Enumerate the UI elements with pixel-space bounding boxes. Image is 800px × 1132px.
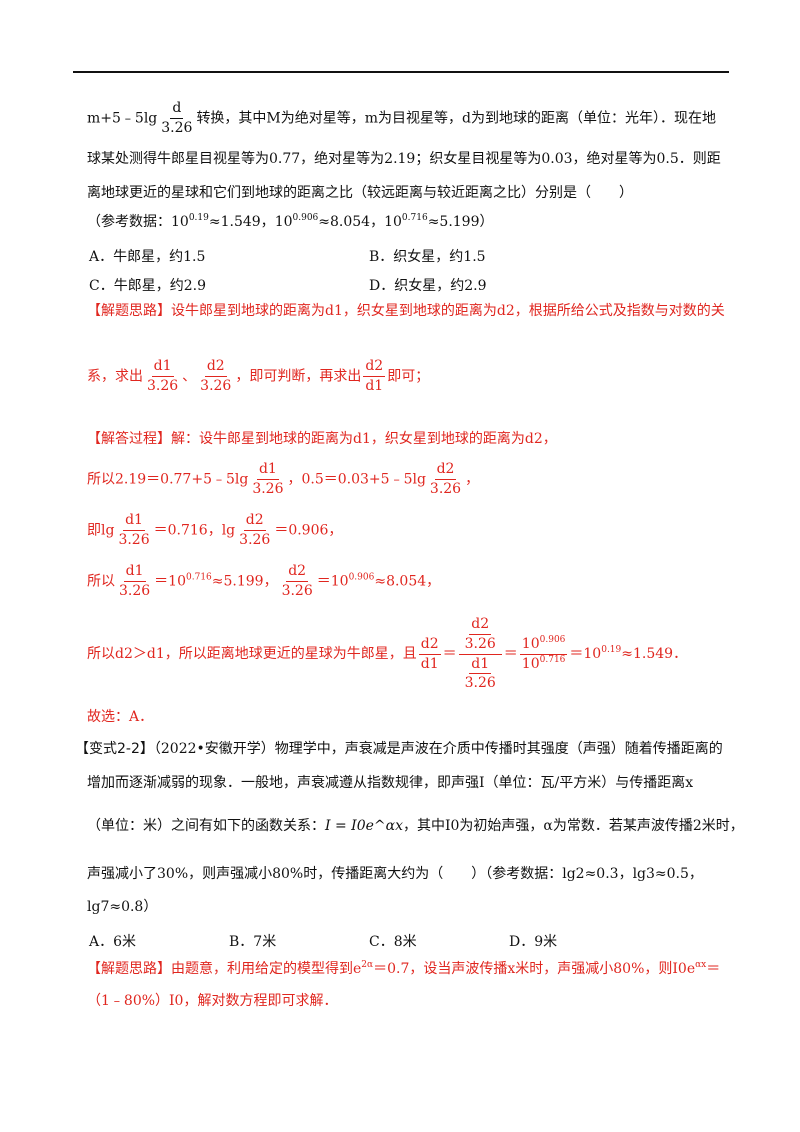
option-d-2[interactable]: D．9米: [509, 934, 558, 950]
variant-line-4: 声强减小了30%，则声强减小80%时，传播距离大约为（ ）（参考数据：lg2≈0…: [87, 866, 703, 882]
option-c[interactable]: C．牛郎星，约2.9: [89, 278, 206, 294]
solution-line-1: 【解答过程】解：设牛郎星到地球的距离为d1，织女星到地球的距离为d2，: [87, 431, 557, 447]
option-a-2[interactable]: A．6米: [89, 934, 137, 950]
header-rule: [73, 71, 729, 73]
variant-tag: 【变式2-2】: [75, 741, 154, 757]
option-c-2[interactable]: C．8米: [369, 934, 417, 950]
solution-tag: 【解答过程】: [87, 431, 171, 447]
option-b-2[interactable]: B．7米: [229, 934, 277, 950]
intro-line-2: 球某处测得牛郎星目视星等为0.77，绝对星等为2.19；织女星目视星等为0.03…: [87, 151, 721, 167]
option-d[interactable]: D．织女星，约2.9: [369, 278, 487, 294]
variant-line-3: （单位：米）之间有如下的函数关系：I = I0e^αx，其中I0为初始声强，α为…: [87, 818, 744, 834]
analysis-2-line-2: （1﹣80%）I0，解对数方程即可求解．: [87, 993, 338, 1009]
analysis-tag: 【解题思路】: [87, 303, 171, 319]
option-b[interactable]: B．织女星，约1.5: [369, 249, 486, 265]
variant-line-5: lg7≈0.8）: [87, 899, 158, 915]
analysis-1-line-1: 【解题思路】设牛郎星到地球的距离为d1，织女星到地球的距离为d2，根据所给公式及…: [87, 303, 725, 319]
variant-line-1: 【变式2-2】（2022•安徽开学）物理学中，声衰减是声波在介质中传播时其强度（…: [75, 741, 723, 757]
analysis-2-line-1: 【解题思路】由题意，利用给定的模型得到e2α＝0.7，设当声波传播x米时，声强减…: [87, 960, 721, 978]
formula: I = I0e^αx: [325, 818, 403, 834]
option-a[interactable]: A．牛郎星，约1.5: [89, 249, 206, 265]
reference-data: （参考数据：100.19≈1.549，100.906≈8.054，100.716…: [87, 213, 494, 231]
analysis-tag-2: 【解题思路】: [87, 961, 171, 977]
answer-line: 故选：A．: [87, 709, 154, 725]
intro-line-3: 离地球更近的星球和它们到地球的距离之比（较远距离与较近距离之比）分别是（ ）: [87, 185, 633, 201]
variant-line-2: 增加而逐渐减弱的现象．一般地，声衰减遵从指数规律，即声强I（单位：瓦/平方米）与…: [87, 775, 694, 791]
